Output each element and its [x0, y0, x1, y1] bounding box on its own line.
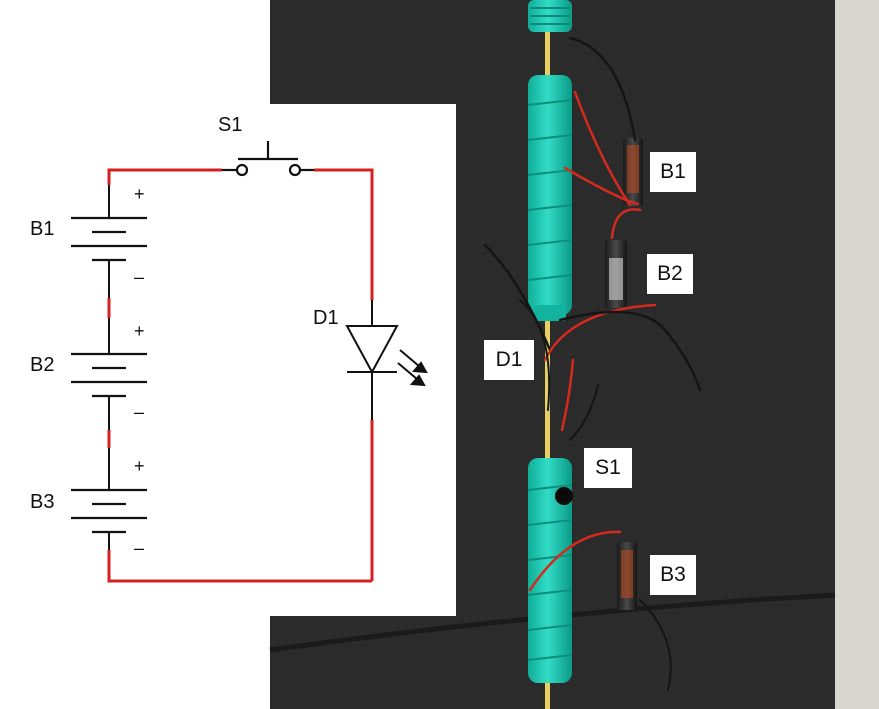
upper-tube	[527, 75, 573, 321]
diode-label: D1	[313, 307, 339, 329]
battery-b3-photo	[617, 542, 637, 610]
photo-label-d1: D1	[484, 340, 534, 380]
battery-b2-label: B2	[30, 354, 54, 376]
photo-label-b1: B1	[650, 152, 696, 192]
battery-b2-photo	[605, 240, 627, 308]
photo-label-s1: S1	[584, 448, 632, 488]
switch-label: S1	[218, 114, 242, 136]
battery-b3-plus: +	[134, 456, 145, 476]
photo-label-b3: B3	[650, 555, 696, 595]
battery-b2-minus: –	[134, 402, 144, 422]
battery-b2-symbol	[71, 352, 147, 398]
led-symbol	[345, 300, 399, 420]
light-emission-icon	[397, 349, 428, 387]
battery-b3-minus: –	[134, 538, 144, 558]
wall-strip	[835, 0, 879, 709]
battery-b1-symbol	[71, 216, 147, 262]
battery-b2-plus: +	[134, 321, 145, 341]
battery-b3-symbol	[71, 488, 147, 534]
lower-tube	[527, 458, 573, 683]
schematic-panel-top	[0, 0, 270, 104]
battery-b1-photo	[623, 138, 643, 206]
battery-b1-minus: –	[134, 267, 144, 287]
photo-wires	[483, 36, 702, 691]
push-button	[555, 487, 573, 505]
battery-b1-plus: +	[134, 184, 145, 204]
photo-label-b2: B2	[647, 254, 693, 294]
circuit-wires	[107, 168, 374, 583]
schematic-panel	[0, 104, 456, 616]
top-coupler	[528, 0, 572, 32]
switch-symbol	[222, 141, 314, 177]
schematic: B1 + – B2 + – B3 + – S1 D	[0, 0, 456, 616]
battery-b1-label: B1	[30, 218, 54, 240]
battery-b3-label: B3	[30, 491, 54, 513]
